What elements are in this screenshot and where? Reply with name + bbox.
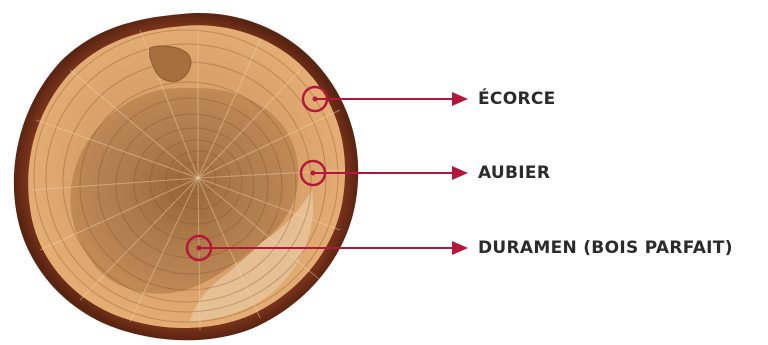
label-aubier: AUBIER [478, 163, 550, 183]
label-duramen: DURAMEN (BOIS PARFAIT) [478, 238, 733, 258]
arrowhead-duramen [452, 241, 468, 255]
arrowhead-ecorce [452, 92, 468, 106]
arrowhead-aubier [452, 166, 468, 180]
label-ecorce: ÉCORCE [478, 89, 556, 109]
